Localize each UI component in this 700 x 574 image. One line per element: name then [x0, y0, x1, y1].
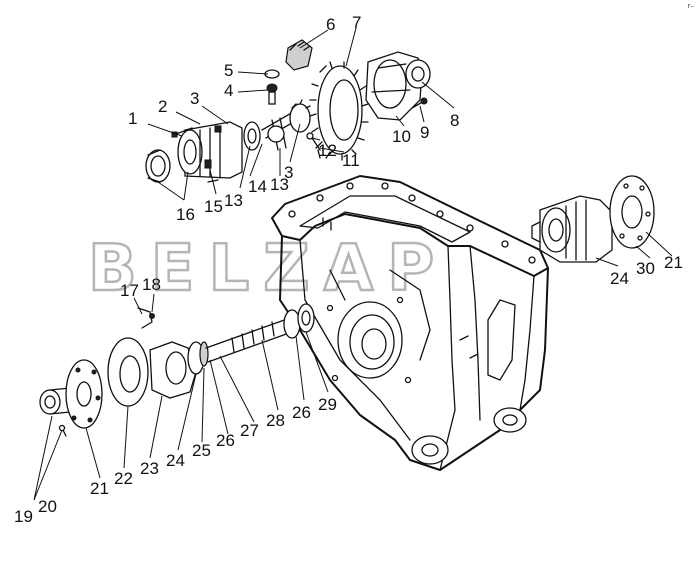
callout-25: 25	[192, 441, 211, 460]
callout-24-left: 24	[166, 451, 185, 470]
callout-29: 29	[318, 395, 337, 414]
callout-27: 27	[240, 421, 259, 440]
callout-17: 17	[120, 281, 139, 300]
right-final-drive	[531, 175, 655, 263]
callout-2: 2	[158, 97, 167, 116]
callout-10: 10	[392, 127, 411, 146]
callout-15: 15	[204, 197, 223, 216]
callout-labels: 1 2 3 3 4 5 6 7 8 9 10 11 12 13 13 14 15…	[14, 13, 683, 526]
callout-4: 4	[224, 81, 233, 100]
callout-14: 14	[248, 177, 267, 196]
callout-26-left: 26	[216, 431, 235, 450]
callout-22: 22	[114, 469, 133, 488]
callout-1: 1	[128, 109, 137, 128]
corner-mark: r–	[687, 2, 694, 10]
callout-11: 11	[342, 151, 360, 170]
callout-13-right: 13	[270, 175, 289, 194]
watermark: BELZAP	[88, 232, 448, 306]
callout-30: 30	[636, 259, 655, 278]
callout-9: 9	[420, 123, 429, 142]
callout-24-right: 24	[610, 269, 629, 288]
callout-21-right: 21	[664, 253, 683, 272]
left-output-shaft-assembly	[39, 303, 315, 437]
callout-8: 8	[450, 111, 459, 130]
callout-13-left: 13	[224, 191, 243, 210]
gearbox-housing	[271, 175, 549, 471]
callout-21-left: 21	[90, 479, 109, 498]
upper-left-hub-assembly	[145, 99, 311, 183]
callout-5: 5	[224, 61, 233, 80]
callout-16: 16	[176, 205, 195, 224]
callout-19: 19	[14, 507, 33, 526]
callout-3-upper: 3	[190, 89, 199, 108]
callout-3-lower: 3	[284, 163, 293, 182]
callout-28: 28	[266, 411, 285, 430]
callout-6: 6	[326, 15, 335, 34]
callout-26-right: 26	[292, 403, 311, 422]
callout-23: 23	[140, 459, 159, 478]
callout-7: 7	[352, 13, 361, 32]
callout-18: 18	[142, 275, 161, 294]
callout-12: 12	[318, 141, 337, 160]
callout-20: 20	[38, 497, 57, 516]
leader-lines	[33, 27, 673, 501]
